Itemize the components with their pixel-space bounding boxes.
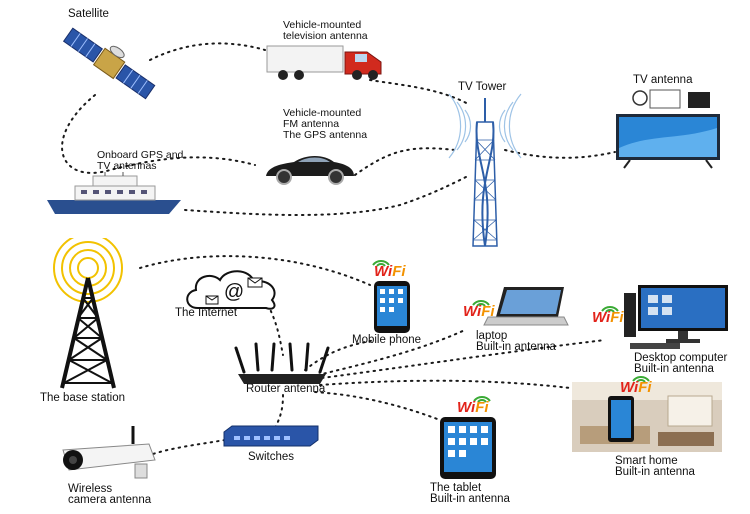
vehicle-fm-label: Vehicle-mounted FM antenna The GPS anten… <box>283 108 367 141</box>
wifi-badge-laptop: WiFi <box>463 304 495 319</box>
wifi-badge-desktop-wi: Wi <box>592 309 611 326</box>
wifi-badge-tablet: WiFi <box>457 400 489 415</box>
switch-node <box>222 424 320 448</box>
router-icon <box>234 342 330 384</box>
wifi-badge-desktop-fi: Fi <box>610 309 624 326</box>
link-satellite-truck <box>149 42 266 61</box>
base-station-icon <box>53 233 123 389</box>
wifi-badge-phone-fi: Fi <box>392 263 406 280</box>
router-node <box>232 342 332 386</box>
laptop-label-line2: Built-in antenna <box>476 341 556 353</box>
sports-car-icon <box>266 156 354 185</box>
link-car-tower <box>354 147 456 176</box>
tv-tower-icon <box>448 93 522 247</box>
link-router-phone <box>304 339 376 371</box>
wifi-arcs-phone <box>371 254 391 272</box>
tablet-label: The tablet Built-in antenna <box>430 482 510 505</box>
wifi-badge-smarthome-wi: Wi <box>620 379 639 396</box>
tv-node <box>610 88 725 170</box>
tablet-node <box>439 416 497 480</box>
wifi-badge-phone: WiFi <box>374 264 406 279</box>
camera-label-line1: Wireless <box>68 483 113 495</box>
tv-tower-node <box>415 70 555 250</box>
wifi-arcs-laptop <box>471 294 491 312</box>
internet-cloud-icon: @ <box>186 270 276 310</box>
camera-node <box>55 424 165 482</box>
base-station-label: The base station <box>40 392 126 404</box>
vehicle-tv-label-line1: Vehicle-mounted <box>283 19 362 31</box>
satellite-label: Satellite <box>68 8 109 20</box>
ship-icon <box>47 172 181 214</box>
internet-node: @ <box>182 268 282 312</box>
smart-home-label-line1: Smart home <box>615 455 678 467</box>
wifi-badge-laptop-fi: Fi <box>481 303 495 320</box>
tablet-label-line2: Built-in antenna <box>430 493 510 505</box>
onboard-gps-label-line1: Onboard GPS and <box>97 149 184 161</box>
vehicle-fm-label-line2: FM antenna <box>283 118 340 130</box>
wifi-badge-desktop: WiFi <box>592 310 624 325</box>
satellite-icon <box>62 27 156 100</box>
truck-node <box>265 42 385 82</box>
switches-label: Switches <box>248 451 295 463</box>
car-node <box>262 150 357 186</box>
wifi-arcs-desktop <box>600 300 620 318</box>
mobile-phone-node <box>372 280 412 334</box>
tv-antenna-icon <box>616 89 720 169</box>
wifi-badge-smarthome: WiFi <box>620 380 652 395</box>
link-switch-camera <box>149 439 226 456</box>
link-base-phone <box>139 255 371 286</box>
wifi-badge-phone-wi: Wi <box>374 263 393 280</box>
tv-tower-label: TV Tower <box>458 81 507 93</box>
tv-antenna-label: TV antenna <box>633 74 693 86</box>
satellite-node <box>55 22 165 107</box>
wifi-arcs-smarthome <box>631 370 651 388</box>
smart-home-node <box>572 382 722 452</box>
vehicle-fm-label-line1: Vehicle-mounted <box>283 107 362 119</box>
network-switch-icon <box>223 425 319 447</box>
vehicle-fm-label-line3: The GPS antenna <box>283 129 368 141</box>
internet-label: The Internet <box>175 307 238 319</box>
svg-text:@: @ <box>224 281 244 303</box>
mobile-phone-icon <box>374 281 410 333</box>
vehicle-tv-label-line2: television antenna <box>283 30 368 42</box>
link-ship-tower <box>184 174 471 216</box>
wifi-badge-laptop-wi: Wi <box>463 303 482 320</box>
truck-icon <box>266 45 382 80</box>
link-router-tablet <box>314 391 441 421</box>
base-station-node <box>28 233 148 390</box>
wifi-badge-smarthome-fi: Fi <box>638 379 652 396</box>
camera-label-line2: camera antenna <box>68 494 152 506</box>
wifi-badge-tablet-fi: Fi <box>475 399 489 416</box>
mobile-phone-label: Mobile phone <box>352 334 422 346</box>
tablet-icon <box>440 417 496 479</box>
smart-home-label-line2: Built-in antenna <box>615 466 695 478</box>
laptop-label-line1: laptop <box>476 330 508 342</box>
onboard-gps-label-line2: TV antennas <box>97 160 157 172</box>
laptop-node <box>458 285 570 329</box>
smart-home-photo-icon <box>572 382 722 452</box>
desktop-node <box>620 283 730 351</box>
smart-home-label: Smart home Built-in antenna <box>615 455 695 478</box>
ship-node <box>45 172 185 216</box>
desktop-label-line1: Desktop computer <box>634 352 728 364</box>
onboard-gps-label: Onboard GPS and TV antennas <box>97 150 183 172</box>
vehicle-tv-label: Vehicle-mounted television antenna <box>283 20 368 42</box>
wifi-arcs-tablet <box>472 390 492 408</box>
link-truck-tower <box>369 79 471 106</box>
link-satellite-loop <box>61 94 256 174</box>
desktop-label-line2: Built-in antenna <box>634 363 714 375</box>
security-camera-icon <box>62 426 156 479</box>
link-router-smarthome <box>319 379 571 389</box>
desktop-label: Desktop computer Built-in antenna <box>634 352 728 375</box>
desktop-computer-icon <box>624 285 728 349</box>
router-label: Router antenna <box>246 383 326 395</box>
wifi-badge-tablet-wi: Wi <box>457 399 476 416</box>
tablet-label-line1: The tablet <box>430 482 482 494</box>
laptop-label: laptop Built-in antenna <box>476 330 556 353</box>
laptop-icon <box>483 287 569 326</box>
camera-label: Wireless camera antenna <box>68 483 152 506</box>
link-router-laptop <box>317 329 466 376</box>
